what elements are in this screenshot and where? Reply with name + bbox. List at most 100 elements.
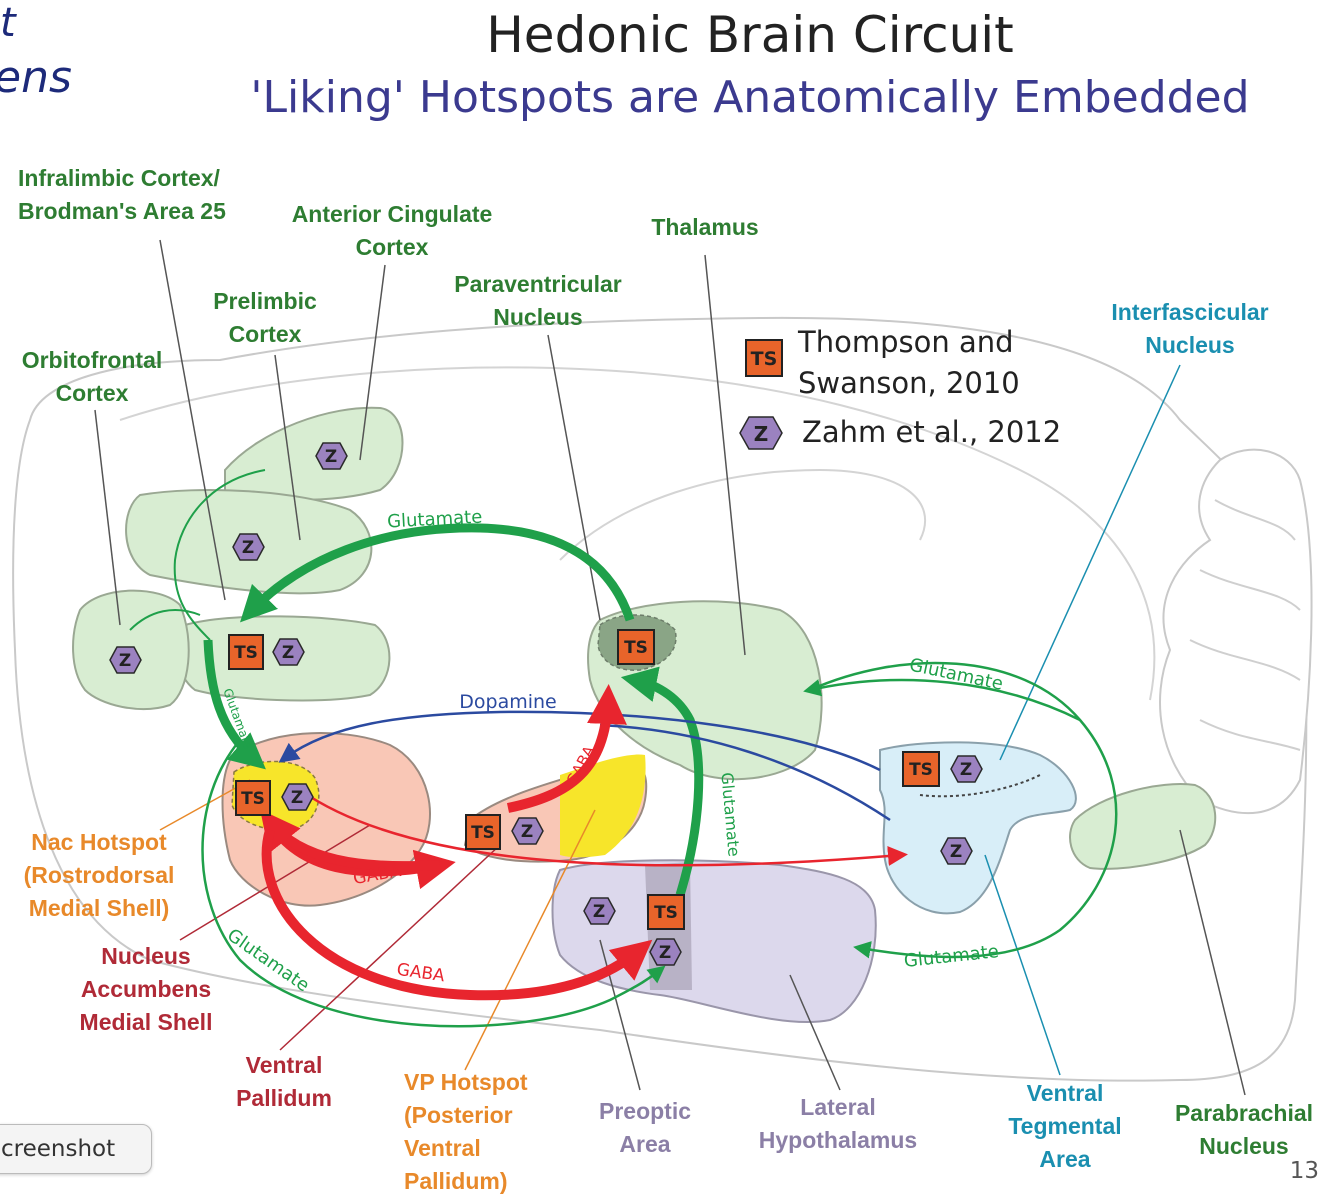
z-marker-vp xyxy=(511,817,544,845)
label-prelimbic-line-2: Cortex xyxy=(228,321,302,347)
dopamine-pathway xyxy=(278,710,881,772)
gaba-nac-to-hypo xyxy=(261,828,653,1001)
label-paraventricular-line-1: Paraventricular xyxy=(454,271,622,297)
glutamate-hypo-to-pvn xyxy=(620,666,704,897)
label-nac-hotspot: Nac Hotspot (Rostrodorsal Medial Shell) xyxy=(6,826,192,925)
label-vta-line-2: Tegmental xyxy=(1008,1113,1122,1139)
glutamate-infralimbic-to-nac xyxy=(203,639,266,770)
parabrachial-region xyxy=(1069,783,1217,870)
ts-marker-vp xyxy=(465,814,501,850)
brain-inner-contour xyxy=(119,366,1156,701)
label-orbitofrontal-line-2: Cortex xyxy=(55,380,129,406)
label-anterior-cingulate-line-2: Cortex xyxy=(355,234,429,260)
svg-text:TS: TS xyxy=(241,789,265,809)
ts-marker-nac xyxy=(235,780,271,816)
brain-inner-contour-2 xyxy=(559,468,926,561)
svg-text:TS: TS xyxy=(654,903,678,923)
svg-text:Z: Z xyxy=(242,538,254,558)
ts-marker-interfascicular xyxy=(902,751,940,787)
interfascicular-boundary xyxy=(919,774,1041,798)
glutamate-label-top: Glutamate xyxy=(387,507,483,533)
label-prelimbic: Prelimbic Cortex xyxy=(190,285,340,351)
gaba-thin-to-vta xyxy=(299,788,908,867)
label-vta: Ventral Tegmental Area xyxy=(990,1077,1140,1176)
label-infralimbic-line-2: Brodman's Area 25 xyxy=(18,198,226,224)
legend-z-text: Zahm et al., 2012 xyxy=(802,415,1062,449)
label-parabrachial-line-1: Parabrachial xyxy=(1174,1100,1314,1126)
label-ventral-pallidum-line-1: Ventral xyxy=(245,1052,323,1078)
ts-marker-pvn xyxy=(617,629,655,665)
svg-text:TS: TS xyxy=(909,760,933,780)
z-marker-prelimbic xyxy=(232,533,265,561)
z-marker-orbitofrontal xyxy=(109,646,142,674)
svg-text:TS: TS xyxy=(624,638,648,658)
svg-text:Z: Z xyxy=(950,842,962,862)
svg-text:TS: TS xyxy=(234,643,258,663)
svg-text:TS: TS xyxy=(471,823,495,843)
glutamate-big-loop xyxy=(201,739,666,1028)
label-interfascicular: Interfascicular Nucleus xyxy=(1090,296,1290,362)
svg-text:Z: Z xyxy=(119,651,131,671)
label-nac-hotspot-line-3: Medial Shell) xyxy=(28,895,170,921)
label-vp-hotspot-line-1: VP Hotspot xyxy=(404,1069,528,1095)
label-paraventricular: Paraventricular Nucleus xyxy=(428,268,648,334)
ts-marker-hypo xyxy=(647,894,685,930)
label-vp-hotspot-line-3: Ventral xyxy=(404,1135,481,1161)
label-vp-hotspot: VP Hotspot (Posterior Ventral Pallidum) xyxy=(404,1066,528,1198)
legend-ts-line-2: Swanson, 2010 xyxy=(798,366,1020,400)
svg-text:Z: Z xyxy=(325,447,337,467)
label-anterior-cingulate-line-1: Anterior Cingulate xyxy=(291,201,493,227)
svg-text:Z: Z xyxy=(282,643,294,663)
glutamate-orbito-fan xyxy=(129,609,201,631)
label-prelimbic-line-1: Prelimbic xyxy=(213,288,317,314)
z-markers xyxy=(109,416,983,966)
label-anterior-cingulate: Anterior Cingulate Cortex xyxy=(272,198,512,264)
dopamine-pathway-2 xyxy=(599,723,891,822)
svg-text:Z: Z xyxy=(521,822,533,842)
svg-text:Z: Z xyxy=(291,788,303,808)
label-preoptic-line-1: Preoptic xyxy=(598,1098,692,1124)
z-marker-vta xyxy=(940,837,973,865)
label-orbitofrontal-line-1: Orbitofrontal xyxy=(21,347,163,373)
ts-marker-infralimbic xyxy=(228,634,264,670)
page-title: Hedonic Brain Circuit xyxy=(486,6,1014,64)
z-marker-anterior-cingulate xyxy=(315,442,348,470)
label-preoptic: Preoptic Area xyxy=(580,1095,710,1161)
label-vp-hotspot-line-4: Pallidum) xyxy=(404,1168,508,1194)
label-orbitofrontal: Orbitofrontal Cortex xyxy=(4,344,180,410)
label-vp-hotspot-line-2: (Posterior xyxy=(404,1102,513,1128)
page-subtitle: 'Liking' Hotspots are Anatomically Embed… xyxy=(250,72,1250,123)
label-paraventricular-line-2: Nucleus xyxy=(493,304,583,330)
page-number: 13 xyxy=(1289,1158,1319,1184)
legend-ts-line-1: Thompson and xyxy=(798,325,1014,359)
label-nac-hotspot-line-2: (Rostrodorsal xyxy=(23,862,175,888)
ts-legend-marker xyxy=(745,339,783,377)
screenshot-tooltip[interactable]: creenshot xyxy=(0,1124,152,1174)
label-parabrachial-line-2: Nucleus xyxy=(1199,1133,1289,1159)
label-ventral-pallidum-line-2: Pallidum xyxy=(236,1085,332,1111)
z-marker-infralimbic xyxy=(272,638,305,666)
label-interfascicular-line-1: Interfascicular xyxy=(1111,299,1269,325)
glutamate-pvn-to-cortex xyxy=(240,523,635,623)
gaba-vp-to-thalamus xyxy=(506,684,627,813)
z-marker-interfascicular xyxy=(950,755,983,783)
svg-text:Z: Z xyxy=(960,760,972,780)
cerebellum-folds xyxy=(1189,499,1301,751)
ts-markers xyxy=(228,339,940,930)
svg-text:TS: TS xyxy=(751,348,778,370)
z-marker-nac xyxy=(281,783,314,811)
gaba-vp-to-nac xyxy=(260,809,441,872)
label-infralimbic: Infralimbic Cortex/ Brodman's Area 25 xyxy=(18,162,226,228)
svg-text:Z: Z xyxy=(754,422,769,446)
label-nucleus-accumbens-line-3: Medial Shell xyxy=(79,1009,213,1035)
z-marker-hypo xyxy=(649,938,682,966)
glutamate-cortex-fan xyxy=(173,469,266,641)
label-parabrachial: Parabrachial Nucleus xyxy=(1160,1097,1327,1163)
label-infralimbic-line-1: Infralimbic Cortex/ xyxy=(18,165,220,191)
label-lateral-hypothalamus-line-2: Hypothalamus xyxy=(758,1127,918,1153)
corner-text-fragment-2: ens xyxy=(0,52,72,103)
label-ventral-pallidum: Ventral Pallidum xyxy=(214,1049,354,1115)
z-marker-preoptic xyxy=(583,897,616,925)
label-lateral-hypothalamus: Lateral Hypothalamus xyxy=(740,1091,936,1157)
